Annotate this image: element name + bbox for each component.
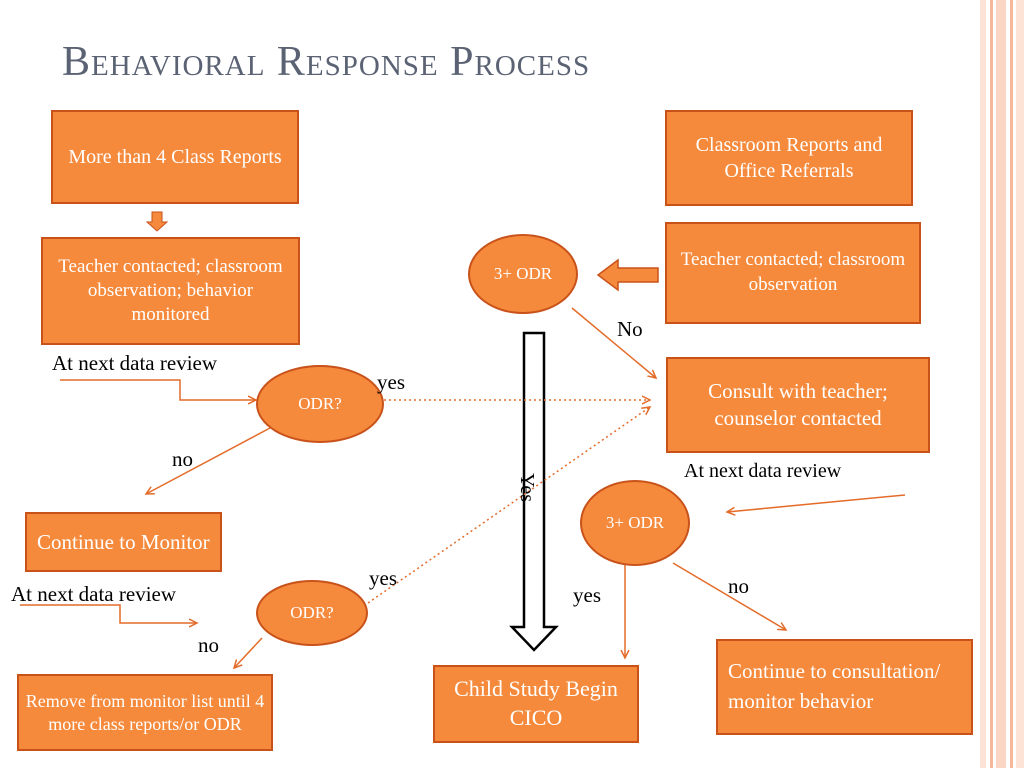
page-title: Behavioral Response Process xyxy=(62,39,591,85)
classroom-reports-text: Classroom Reports and Office Referrals xyxy=(695,134,883,182)
decorative-stripes xyxy=(980,0,1024,768)
teacher-contacted-right-text: Teacher contacted; classroom observation xyxy=(680,249,906,295)
no-connector-top xyxy=(146,427,271,494)
no-label-3: No xyxy=(617,317,643,341)
odr-top-text: ODR? xyxy=(298,393,342,413)
class-reports-text: More than 4 Class Reports xyxy=(68,146,282,168)
child-study-box: Child Study Begin CICO xyxy=(433,665,639,743)
odr3-top-text: 3+ ODR xyxy=(493,263,553,283)
child-study-text: Child Study Begin CICO xyxy=(454,676,618,730)
review-connector-bottom xyxy=(20,604,197,623)
down-arrow-small xyxy=(145,211,169,232)
continue-consult-box: Continue to consultation/ monitor behavi… xyxy=(716,639,973,735)
odr-bottom-circle: ODR? xyxy=(256,580,368,646)
next-review-label-1: At next data review xyxy=(52,351,218,375)
review-connector-top xyxy=(60,379,256,400)
no-connector-continue xyxy=(672,562,786,630)
consult-box: Consult with teacher; counselor contacte… xyxy=(666,357,930,453)
continue-monitor-box: Continue to Monitor xyxy=(25,512,222,572)
teacher-contacted-right-box: Teacher contacted; classroom observation xyxy=(665,222,921,324)
next-review-label-3: At next data review xyxy=(684,460,842,482)
yes-label-2: yes xyxy=(369,566,397,590)
yes-label-1: yes xyxy=(377,370,405,394)
classroom-reports-box: Classroom Reports and Office Referrals xyxy=(665,110,913,206)
odr3-bottom-circle: 3+ ODR xyxy=(580,480,690,566)
continue-monitor-text: Continue to Monitor xyxy=(37,529,210,554)
continue-consult-text: Continue to consultation/ monitor behavi… xyxy=(728,659,941,713)
teacher-contacted-left-text: Teacher contacted; classroom observation… xyxy=(58,256,283,325)
consult-text: Consult with teacher; counselor contacte… xyxy=(708,378,888,430)
next-review-label-2: At next data review xyxy=(11,582,177,606)
odr-top-circle: ODR? xyxy=(256,365,384,443)
left-block-arrow xyxy=(596,258,659,292)
yes-big-arrow xyxy=(509,331,559,652)
odr-bottom-text: ODR? xyxy=(290,602,334,622)
no-connector-right xyxy=(571,307,656,378)
yes-big-label: Yes xyxy=(516,472,539,503)
odr3-top-circle: 3+ ODR xyxy=(468,234,578,314)
odr3-bottom-text: 3+ ODR xyxy=(605,512,665,532)
class-reports-box: More than 4 Class Reports xyxy=(51,110,299,204)
no-label-1: no xyxy=(172,447,193,471)
remove-monitor-box: Remove from monitor list until 4 more cl… xyxy=(17,674,273,751)
no-label-2: no xyxy=(198,633,219,657)
no-connector-bottom xyxy=(234,637,263,668)
yes-connector-bottom xyxy=(367,407,650,604)
yes-label-3: yes xyxy=(573,583,601,607)
teacher-contacted-left-box: Teacher contacted; classroom observation… xyxy=(41,237,300,345)
remove-monitor-text: Remove from monitor list until 4 more cl… xyxy=(25,691,265,734)
review-connector-right xyxy=(727,494,906,512)
no-label-4: no xyxy=(728,574,749,598)
